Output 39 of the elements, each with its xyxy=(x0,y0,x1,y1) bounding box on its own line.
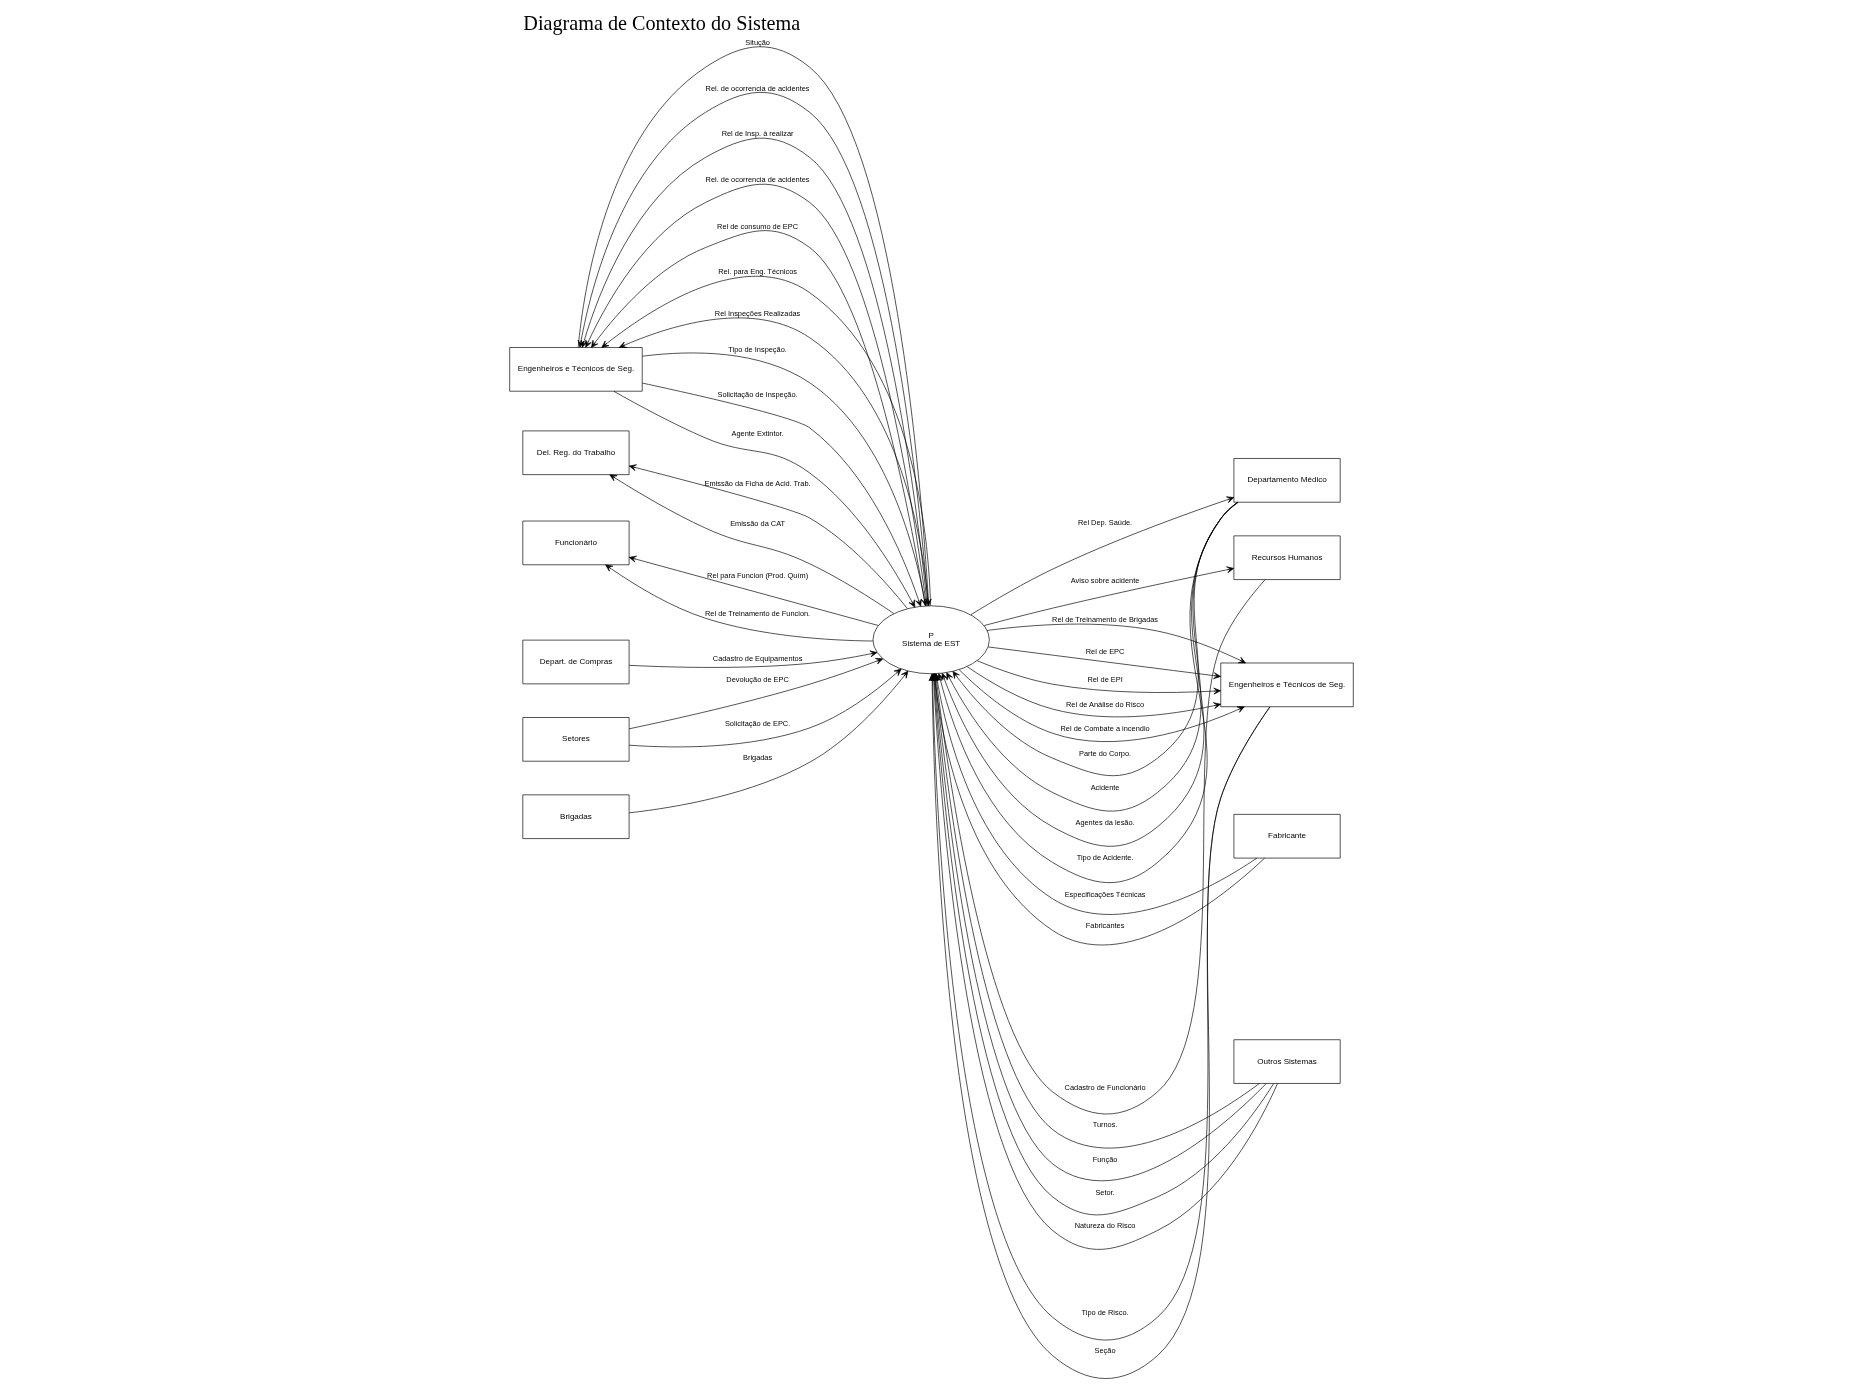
diagram-title: Diagrama de Contexto do Sistema xyxy=(523,12,801,35)
edge-label: Parte do Corpo. xyxy=(1078,749,1132,759)
edge-label: Rel. de ocorrencia de acidentes xyxy=(705,175,810,185)
edge-label: Seção xyxy=(1094,1346,1116,1356)
edge-label: Turnos. xyxy=(1092,1120,1118,1130)
edge-label: Rel de Combate a incendio xyxy=(1060,724,1150,734)
edge-label: Rel de consumo de EPC xyxy=(717,221,799,231)
edge-label: Função xyxy=(1092,1154,1118,1164)
edge-label: Rel de Análise do Risco xyxy=(1066,699,1145,709)
edge-label: Tipo de Risco. xyxy=(1081,1308,1129,1318)
edge-label: Acidente xyxy=(1090,783,1120,793)
edge-label: Solicitação de EPC. xyxy=(724,718,791,728)
edge-label: Emissão da CAT xyxy=(730,518,786,528)
edge-label: Rel. para Eng. Técnicos xyxy=(718,267,797,277)
edge-label: Especificações Técnicas xyxy=(1064,889,1146,899)
edge-label: Fabricantes xyxy=(1085,921,1125,931)
edge-label: Rel Dep. Saúde. xyxy=(1077,517,1133,527)
edge-label: Rel de Insp. à realizar xyxy=(721,129,794,139)
edge-label: Rel de EPI xyxy=(1087,675,1123,685)
edge-label: Agente Extintor. xyxy=(731,428,784,438)
edge-label: Brigadas xyxy=(743,753,773,763)
edge-label: Rel de EPC xyxy=(1085,646,1125,656)
edge-label: Rel Inspeções Realizadas xyxy=(714,309,801,319)
edge-label: Rel. de ocorrencia de acidentes xyxy=(705,83,810,93)
edge-label: Emissão da Ficha de Acid. Trab. xyxy=(704,478,811,488)
edge-label: Natureza do Risco xyxy=(1074,1221,1136,1231)
edge-label: Cadastro de Funcionário xyxy=(1064,1082,1146,1092)
edge-label: Rel de Treinamento de Funcion. xyxy=(705,609,811,619)
edge-label: Devolução de EPC xyxy=(726,675,789,685)
edge-label: Rel para Funcion (Prod. Quím) xyxy=(707,570,809,580)
edge-label: Setor. xyxy=(1095,1187,1115,1197)
edge-label: Solicitação de Inspeção. xyxy=(717,389,798,399)
edge-label: Rel de Treinamento de Brigadas xyxy=(1052,615,1159,625)
edge-label: Situção xyxy=(745,37,770,47)
edge-label: Agentes da lesão. xyxy=(1075,817,1135,827)
edge-label: Tipo de Inspeção. xyxy=(728,344,787,354)
edge-label: Tipo de Acidente. xyxy=(1076,853,1134,863)
edge-label: Aviso sobre acidente xyxy=(1070,576,1140,586)
edge-label: Cadastro de Equipamentos xyxy=(712,654,803,664)
